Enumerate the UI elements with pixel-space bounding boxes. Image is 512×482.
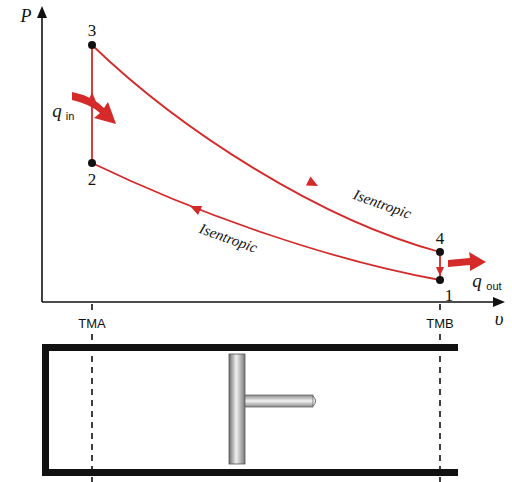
heat-in-arrow (72, 92, 116, 124)
heat-symbol: q (472, 271, 482, 290)
dead-centre-label: TMB (426, 317, 453, 330)
state-number: 1 (445, 287, 454, 304)
process-label: Isentropic (351, 187, 413, 222)
cylinder (42, 344, 458, 476)
direction-arrowhead (188, 201, 202, 215)
direction-arrowhead (306, 177, 320, 191)
cycle-path (92, 45, 440, 280)
axis-label: υ (495, 309, 504, 328)
state-points (88, 41, 444, 284)
heat-symbol: q (52, 101, 62, 120)
dead-centre-label: TMA (78, 317, 105, 330)
heat-subscript: in (66, 111, 75, 122)
heat-subscript: out (486, 281, 501, 292)
piston-rod (245, 395, 313, 407)
direction-arrowhead (436, 267, 444, 276)
dead-centre-line (92, 304, 440, 482)
rod-end (313, 396, 316, 406)
axis-label: P (21, 7, 32, 25)
state-number: 2 (88, 171, 97, 188)
state-number: 4 (436, 230, 445, 247)
piston (229, 354, 245, 464)
state-number: 3 (88, 22, 97, 39)
axis-arrowhead (37, 6, 47, 18)
process-label: Isentropic (197, 221, 259, 256)
axis-arrowhead (493, 297, 505, 307)
heat-out-arrow (448, 252, 486, 271)
axes (42, 14, 496, 302)
